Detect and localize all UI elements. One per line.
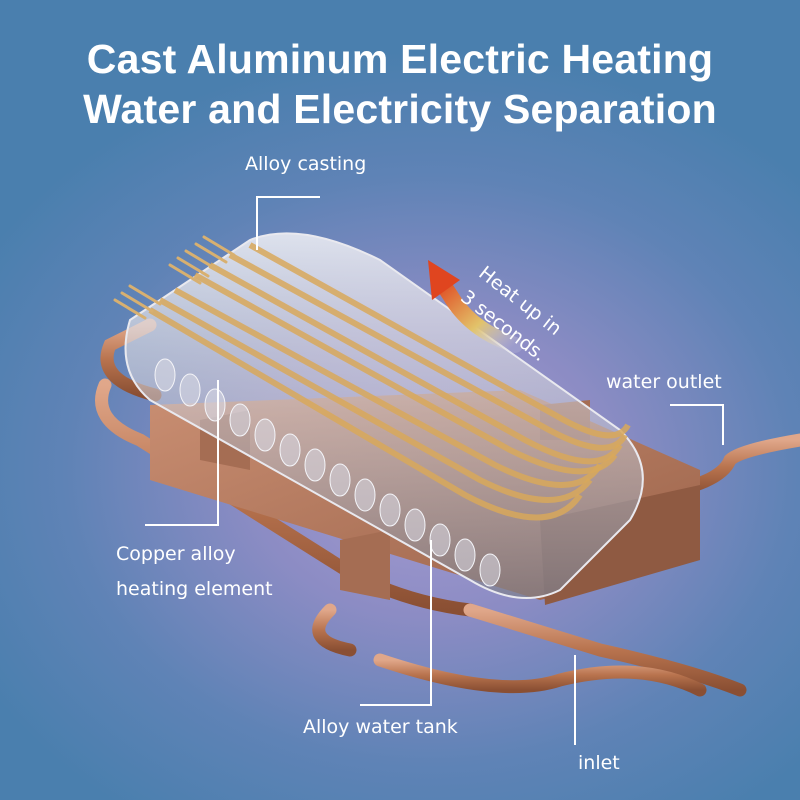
- label-copper-alloy: Copper alloy: [116, 543, 236, 565]
- copper-heating-coils: [148, 242, 631, 521]
- headline-line-1: Cast Aluminum Electric Heating: [86, 36, 714, 82]
- heat-arrow-icon: [428, 260, 523, 353]
- alloy-casting-body: [124, 232, 644, 599]
- casting-ribs: [154, 358, 501, 587]
- terminal-pins: [113, 235, 236, 320]
- label-alloy-casting: Alloy casting: [245, 153, 367, 175]
- label-heating-element: heating element: [116, 578, 273, 600]
- label-alloy-water-tank: Alloy water tank: [303, 716, 458, 738]
- label-water-outlet: water outlet: [606, 371, 722, 393]
- headline-line-2: Water and Electricity Separation: [83, 86, 717, 132]
- label-inlet: inlet: [578, 752, 620, 774]
- callout-lines: [145, 196, 724, 745]
